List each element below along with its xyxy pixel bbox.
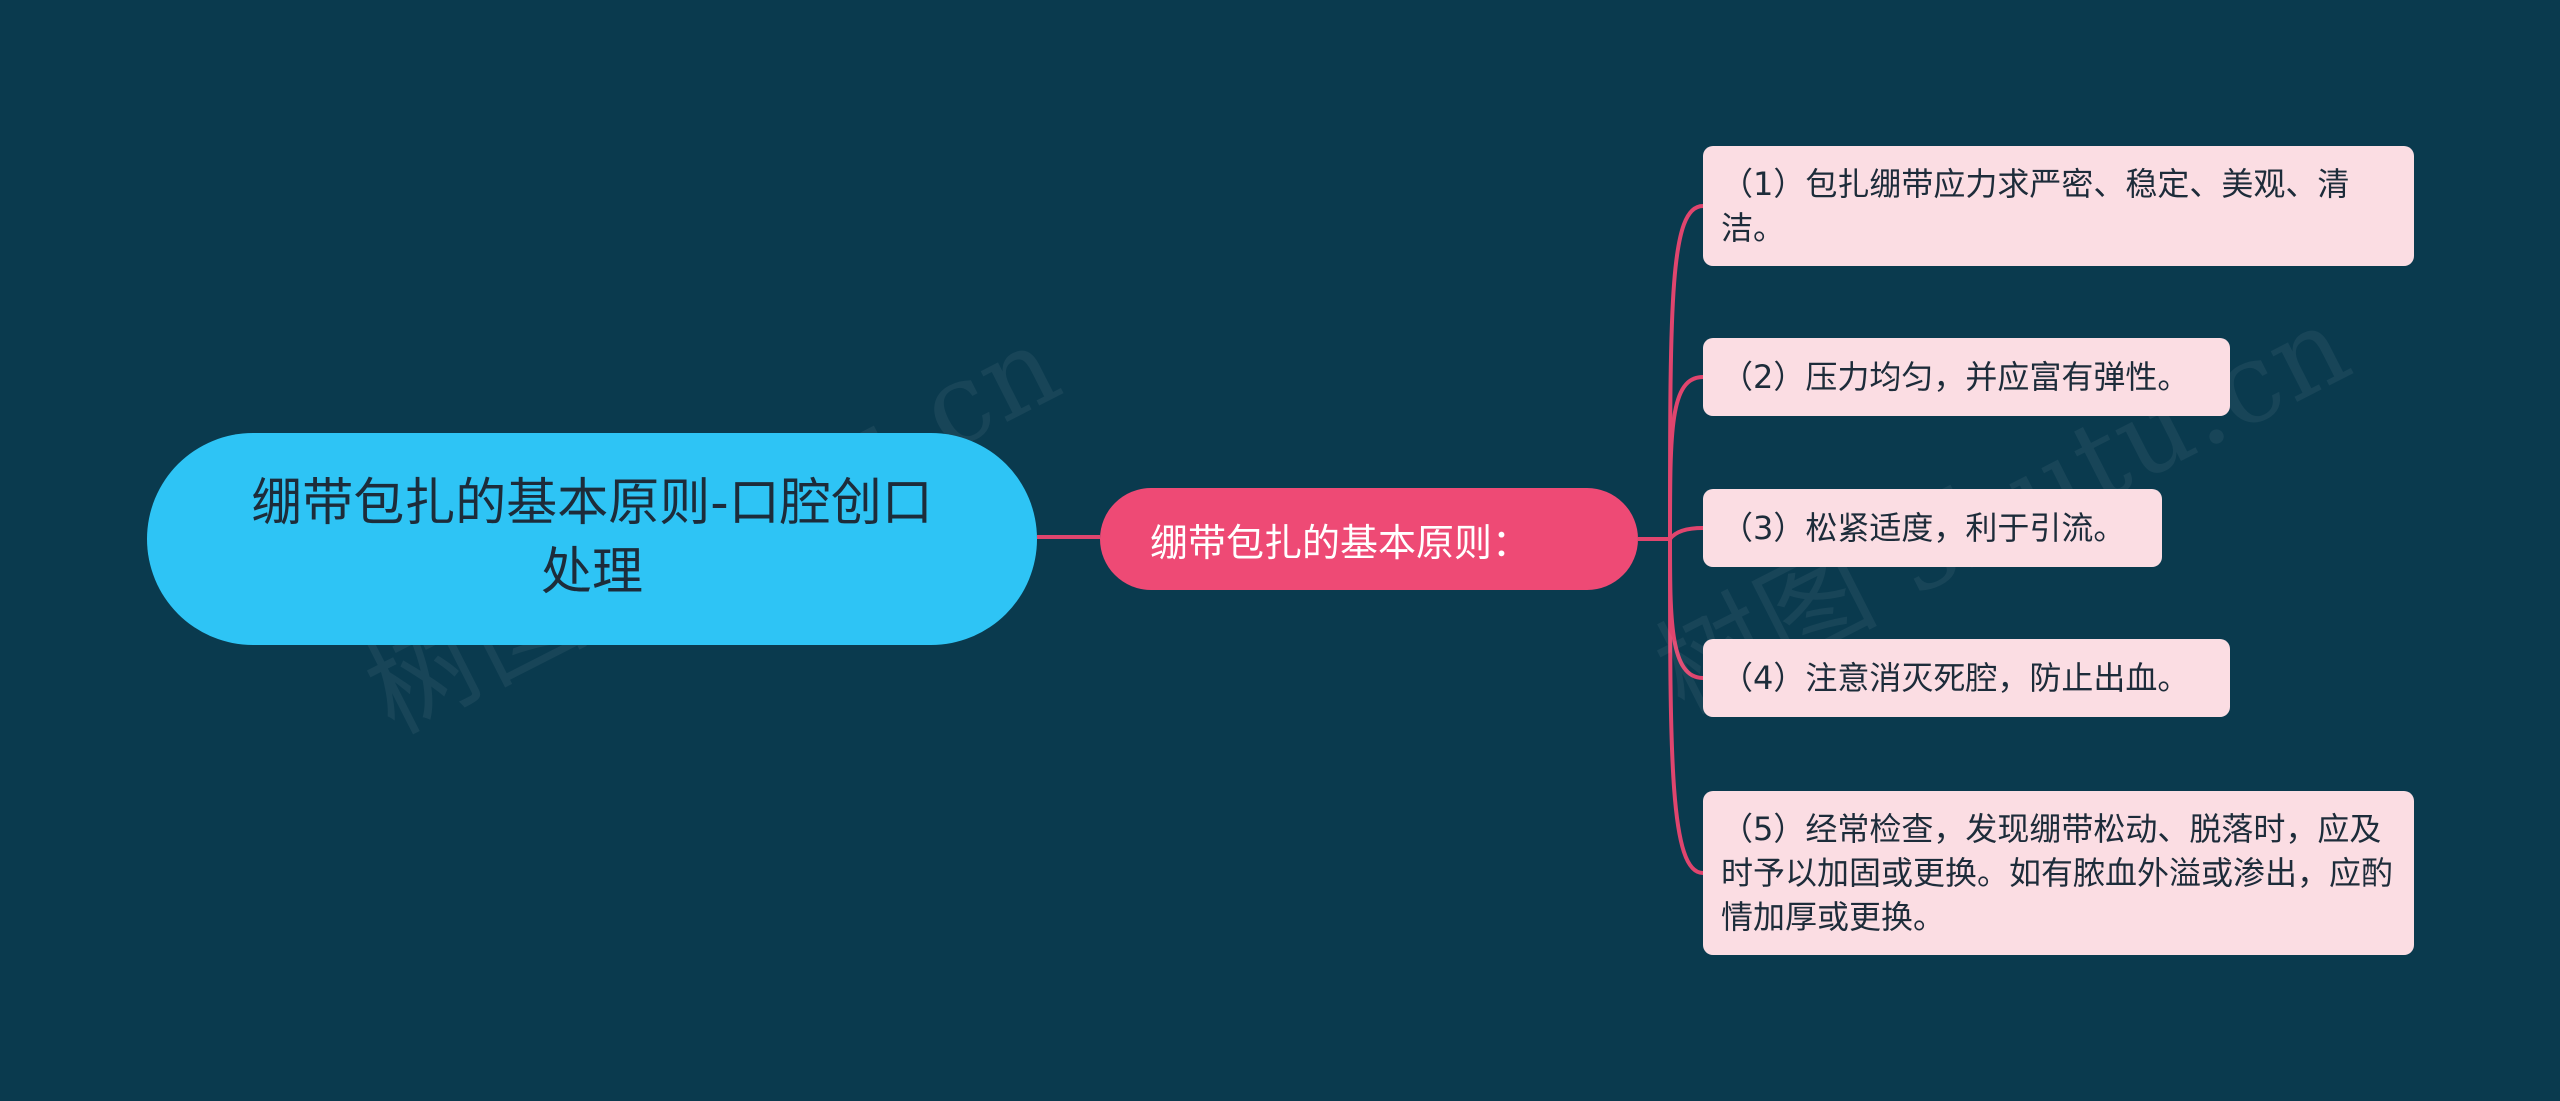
branch-topic-label: 绷带包扎的基本原则：: [1150, 520, 1531, 565]
leaf-node-1[interactable]: （1）包扎绷带应力求严密、稳定、美观、清洁。: [1703, 146, 2414, 266]
root-topic-node[interactable]: 绷带包扎的基本原则-口腔创口处理: [147, 433, 1037, 645]
root-topic-label: 绷带包扎的基本原则-口腔创口处理: [251, 474, 933, 602]
leaf-node-3[interactable]: （3）松紧适度，利于引流。: [1703, 489, 2162, 567]
connector-to-leaf-5: [1668, 538, 1704, 875]
leaf-label: （5）经常检查，发现绷带松动、脱落时，应及时予以加固或更换。如有脓血外溢或渗出，…: [1721, 809, 2394, 937]
leaf-label: （3）松紧适度，利于引流。: [1721, 508, 2126, 547]
leaf-node-2[interactable]: （2）压力均匀，并应富有弹性。: [1703, 338, 2230, 416]
connector-to-leaf-2: [1668, 375, 1704, 540]
branch-topic-node[interactable]: 绷带包扎的基本原则：: [1100, 488, 1638, 590]
leaf-node-5[interactable]: （5）经常检查，发现绷带松动、脱落时，应及时予以加固或更换。如有脓血外溢或渗出，…: [1703, 791, 2414, 955]
connector-to-leaf-1: [1668, 204, 1704, 540]
leaf-label: （1）包扎绷带应力求严密、稳定、美观、清洁。: [1721, 164, 2350, 247]
leaf-node-4[interactable]: （4）注意消灭死腔，防止出血。: [1703, 639, 2230, 717]
leaf-label: （2）压力均匀，并应富有弹性。: [1721, 357, 2190, 396]
leaf-label: （4）注意消灭死腔，防止出血。: [1721, 658, 2190, 697]
connector-to-leaf-4: [1668, 538, 1704, 680]
connector-to-leaf-3: [1668, 526, 1704, 541]
